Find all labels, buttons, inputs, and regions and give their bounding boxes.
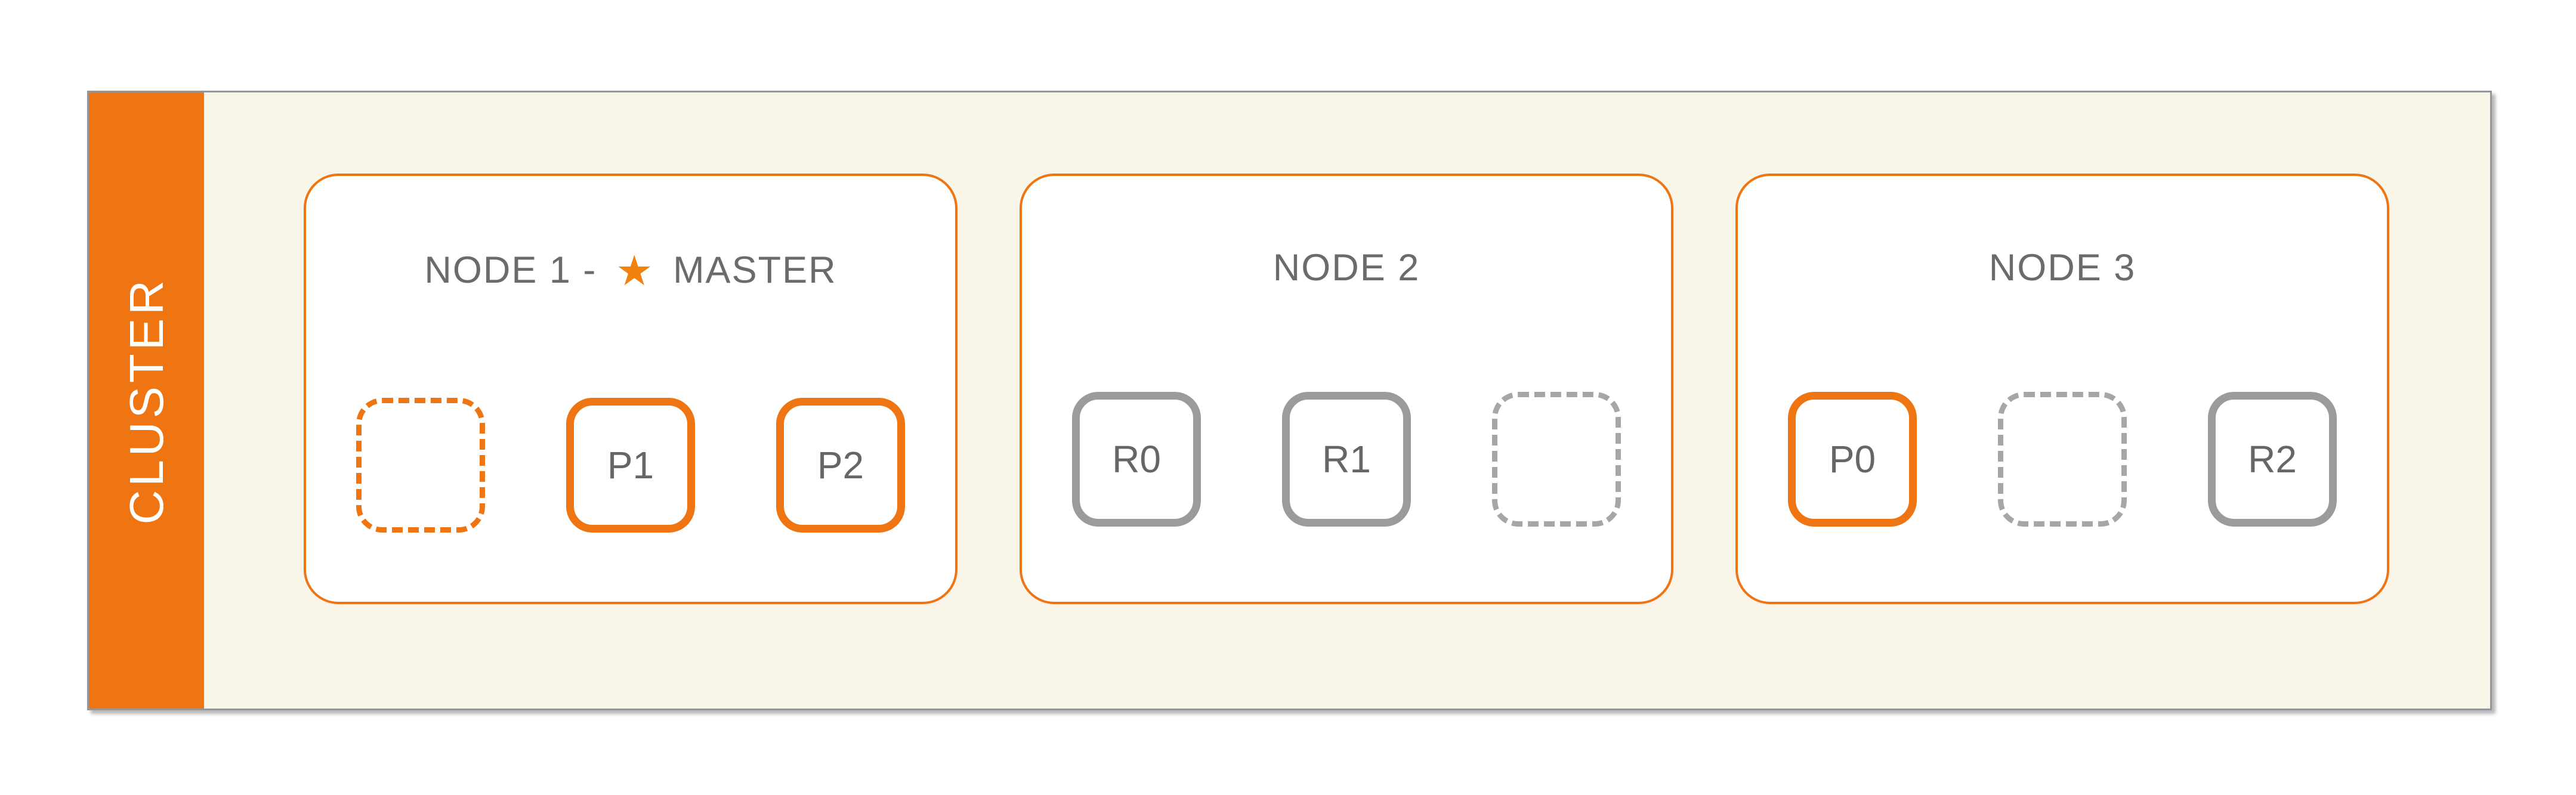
- empty-shard-slot: [1492, 392, 1621, 527]
- shard-label: R2: [2248, 438, 2297, 481]
- shard-label: R0: [1112, 438, 1161, 481]
- shard-slot-R1: R1: [1282, 392, 1411, 527]
- shard-slot-R2: R2: [2208, 392, 2337, 527]
- node-title: NODE 1 - ★ MASTER: [306, 246, 955, 295]
- shard-slots: P0 R2: [1738, 392, 2387, 527]
- node-card-node-3: NODE 3 P0 R2: [1735, 174, 2389, 604]
- shard-label: P0: [1828, 438, 1876, 481]
- empty-shard-slot: [356, 398, 485, 533]
- shard-label: R1: [1322, 438, 1371, 481]
- node-title-text: NODE 2: [1272, 247, 1420, 289]
- shard-slot-R0: R0: [1072, 392, 1201, 527]
- cluster-sidebar: CLUSTER: [89, 92, 204, 709]
- shard-slot-P2: P2: [776, 398, 905, 533]
- node-title-after: MASTER: [673, 249, 837, 291]
- node-title-text: NODE 1 -: [424, 249, 597, 291]
- cluster-label: CLUSTER: [119, 276, 173, 525]
- cluster-frame: CLUSTER NODE 1 - ★ MASTER P1 P2 NODE 2 R0…: [87, 91, 2492, 710]
- shard-label: P2: [817, 444, 864, 487]
- shard-slots: P1 P2: [306, 398, 955, 533]
- master-star-icon: ★: [603, 248, 668, 294]
- node-card-node-2: NODE 2 R0 R1: [1020, 174, 1673, 604]
- node-title: NODE 2: [1022, 246, 1671, 289]
- empty-shard-slot: [1998, 392, 2127, 527]
- node-title: NODE 3: [1738, 246, 2387, 289]
- shard-slot-P1: P1: [566, 398, 695, 533]
- node-card-node-1: NODE 1 - ★ MASTER P1 P2: [304, 174, 957, 604]
- shard-label: P1: [607, 444, 654, 487]
- nodes-row: NODE 1 - ★ MASTER P1 P2 NODE 2 R0 R1 NODE …: [304, 174, 2389, 604]
- node-title-text: NODE 3: [1988, 247, 2136, 289]
- shard-slots: R0 R1: [1022, 392, 1671, 527]
- shard-slot-P0: P0: [1788, 392, 1917, 527]
